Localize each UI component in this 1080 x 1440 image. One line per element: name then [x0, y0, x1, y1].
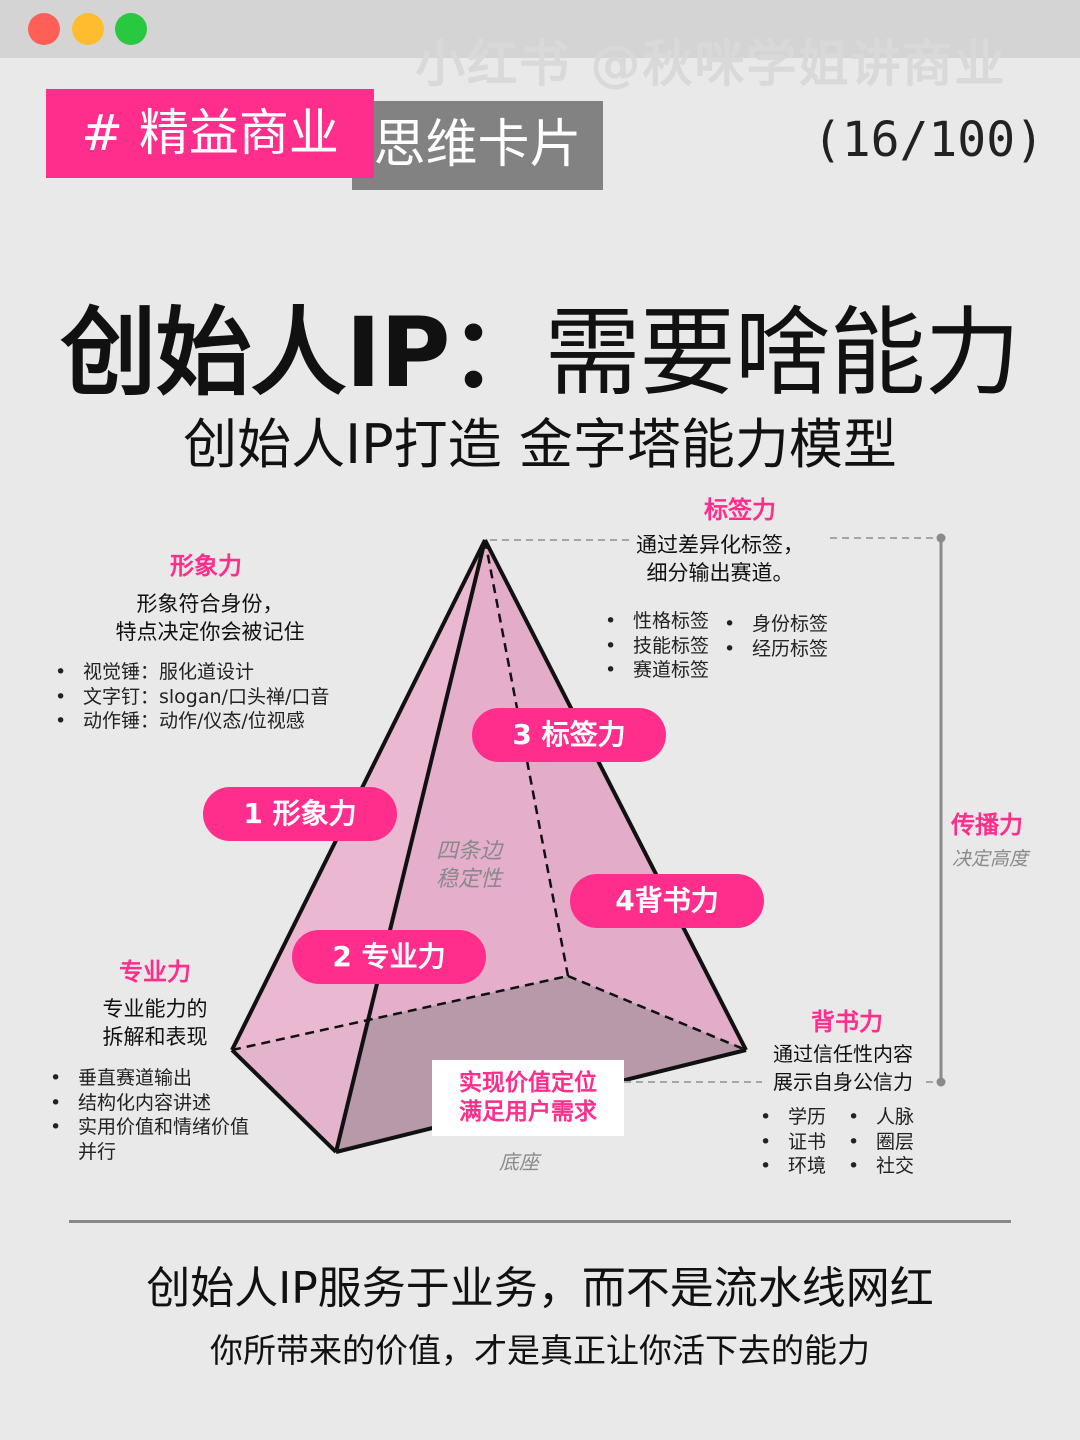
list-item: 证书	[760, 1130, 826, 1155]
list-item: 圈层	[848, 1130, 914, 1155]
tag-thinking-card: 思维卡片	[352, 101, 603, 190]
page-title: 创始人IP：需要啥能力	[0, 275, 1080, 414]
section-endorsement-title: 背书力	[811, 1008, 883, 1036]
list-item: 环境	[760, 1154, 826, 1179]
pyramid-center-label: 四条边 稳定性	[436, 838, 502, 894]
list-item: 赛道标签	[605, 658, 709, 683]
list-item: 性格标签	[605, 609, 709, 634]
section-label-desc: 通过差异化标签， 细分输出赛道。	[610, 531, 830, 587]
section-label-list-col1: 性格标签 技能标签 赛道标签	[605, 609, 709, 683]
center-label-line1: 四条边	[436, 839, 503, 864]
list-item: 动作锤：动作/仪态/位视感	[55, 709, 329, 734]
list-item: 人脉	[848, 1105, 914, 1130]
pill-professional-power: 2 专业力	[292, 930, 486, 984]
footer-tagline: 你所带来的价值，才是真正让你活下去的能力	[210, 1331, 870, 1370]
page-title-light: 需要啥能力	[544, 297, 1021, 409]
pill-label-power: 3 标签力	[472, 708, 666, 762]
watermark: 小红书 @秋咪学姐讲商业	[415, 35, 1007, 93]
section-professional-desc: 专业能力的 拆解和表现	[70, 995, 240, 1051]
desc-line: 通过差异化标签，	[636, 533, 804, 557]
page-subtitle: 创始人IP打造 金字塔能力模型	[183, 413, 897, 476]
desc-line: 展示自身公信力	[773, 1070, 913, 1094]
desc-line: 形象符合身份，	[136, 592, 284, 616]
section-image-title: 形象力	[170, 552, 242, 580]
pyramid-left-face	[232, 540, 485, 1152]
section-spread-title: 传播力	[951, 811, 1023, 839]
card-counter: (16/100)	[812, 112, 1044, 168]
desc-line: 细分输出赛道。	[646, 561, 794, 585]
window-titlebar	[0, 0, 1080, 58]
list-item: 学历	[760, 1105, 826, 1130]
list-item: 文字钉：slogan/口头禅/口音	[55, 685, 329, 710]
section-image-desc: 形象符合身份， 特点决定你会被记住	[60, 590, 360, 646]
section-professional-title: 专业力	[119, 958, 191, 986]
maximize-window-button[interactable]	[115, 13, 147, 45]
minimize-window-button[interactable]	[72, 13, 104, 45]
list-item: 经历标签	[724, 637, 828, 662]
desc-line: 通过信任性内容	[773, 1042, 913, 1066]
base-box-line1: 实现价值定位	[459, 1070, 597, 1096]
section-endorsement-desc: 通过信任性内容 展示自身公信力	[762, 1040, 924, 1096]
tag-lean-business: # 精益商业	[46, 89, 374, 178]
base-value-box: 实现价值定位 满足用户需求	[432, 1060, 624, 1136]
section-professional-list: 垂直赛道输出 结构化内容讲述 实用价值和情绪价值并行	[50, 1066, 250, 1164]
section-label-title: 标签力	[704, 496, 776, 524]
list-item: 实用价值和情绪价值并行	[50, 1115, 250, 1164]
pyramid-front-face	[336, 540, 746, 1152]
list-item: 垂直赛道输出	[50, 1066, 250, 1091]
footer-headline: 创始人IP服务于业务，而不是流水线网红	[146, 1263, 934, 1314]
base-caption: 底座	[499, 1150, 539, 1174]
footer-divider	[69, 1220, 1011, 1223]
desc-line: 特点决定你会被记住	[115, 620, 305, 644]
pill-endorsement-power: 4背书力	[570, 874, 764, 928]
list-item: 视觉锤：服化道设计	[55, 660, 329, 685]
pill-image-power: 1 形象力	[203, 787, 397, 841]
section-label-list-col2: 身份标签 经历标签	[724, 612, 828, 661]
center-label-line2: 稳定性	[436, 867, 503, 892]
page-title-bold: 创始人IP：	[60, 297, 545, 409]
close-window-button[interactable]	[28, 13, 60, 45]
base-box-line2: 满足用户需求	[459, 1099, 597, 1125]
section-endorsement-list-col2: 人脉 圈层 社交	[848, 1105, 914, 1179]
desc-line: 拆解和表现	[102, 1025, 208, 1049]
desc-line: 专业能力的	[102, 997, 208, 1021]
list-item: 身份标签	[724, 612, 828, 637]
list-item: 结构化内容讲述	[50, 1091, 250, 1116]
section-endorsement-list-col1: 学历 证书 环境	[760, 1105, 826, 1179]
section-image-list: 视觉锤：服化道设计 文字钉：slogan/口头禅/口音 动作锤：动作/仪态/位视…	[55, 660, 329, 734]
section-spread-subtitle: 决定高度	[952, 848, 1029, 870]
list-item: 社交	[848, 1154, 914, 1179]
list-item: 技能标签	[605, 634, 709, 659]
